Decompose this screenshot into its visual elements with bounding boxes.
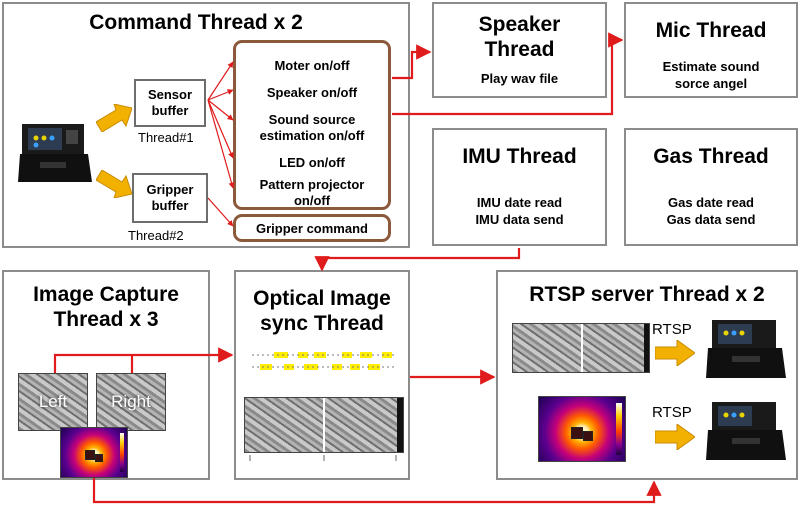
command-item-speaker: Speaker on/off: [266, 85, 358, 100]
gas-thread-title: Gas Thread: [653, 145, 769, 168]
fan-line-sound: [207, 99, 234, 121]
rtsp-label-1: RTSP: [652, 321, 692, 338]
command-item-moter: Moter on/off: [274, 58, 350, 73]
synced-image-pair: [244, 397, 404, 453]
thread1-label: Thread#1: [138, 130, 194, 145]
rtsp-label-2: RTSP: [652, 404, 692, 421]
imu-to-optical-line: [314, 248, 521, 272]
rtsp-stereo-image: [512, 323, 650, 373]
arrow-to-sensor-buffer: [96, 104, 132, 132]
gas-thread-sub: Gas date read Gas data send: [666, 195, 756, 227]
gripper-buffer-box: Gripper buffer: [132, 173, 208, 223]
to-speaker-line: [392, 44, 432, 80]
image-capture-title: Image Capture Thread x 3: [33, 283, 179, 331]
speaker-thread-title: Speaker Thread: [478, 13, 561, 61]
to-mic-line: [392, 32, 624, 116]
sync-tick-marks: [249, 455, 397, 461]
imu-thread-title: IMU Thread: [462, 145, 577, 168]
fan-line-pattern: [207, 99, 235, 189]
rtsp-robot-case-2: [706, 398, 786, 464]
thermal-camera-image: [60, 427, 128, 478]
gripper-command-box: Gripper command: [233, 214, 391, 242]
right-camera-label: Right: [111, 392, 151, 411]
speaker-thread-box: Speaker Thread Play wav file: [432, 2, 607, 98]
sensor-buffer-box: Sensor buffer: [134, 79, 206, 127]
gripper-command-label: Gripper command: [256, 221, 368, 236]
command-item-led: LED on/off: [279, 155, 345, 170]
speaker-thread-sub: Play wav file: [480, 71, 559, 86]
thermal-to-rtsp-line: [92, 478, 662, 504]
rtsp-server-title: RTSP server Thread x 2: [529, 283, 765, 306]
left-camera-label: Left: [38, 392, 68, 411]
arrow-to-gripper-buffer: [96, 170, 132, 198]
imu-thread-sub: IMU date read IMU data send: [475, 195, 564, 227]
mic-thread-title: Mic Thread: [655, 19, 767, 42]
capture-to-optical-line: [53, 347, 234, 373]
command-item-pattern-projector: Pattern projector on/off: [259, 177, 365, 208]
rtsp-arrow-1: [655, 340, 695, 366]
command-item-sound-source: Sound source estimation on/off: [259, 112, 365, 143]
rtsp-thermal-image: [538, 396, 626, 462]
thread2-label: Thread#2: [128, 228, 184, 243]
fan-line-led: [207, 99, 234, 159]
fan-line-gripper: [207, 197, 234, 227]
imu-thread-box: IMU Thread IMU date read IMU data send: [432, 128, 607, 246]
rtsp-robot-case-1: [706, 316, 786, 382]
robot-case-image: [18, 118, 92, 188]
rtsp-arrow-2: [655, 424, 695, 450]
optical-sync-title: Optical Image sync Thread: [253, 287, 391, 335]
left-camera-image: Left: [18, 373, 88, 431]
sensor-buffer-label: Sensor buffer: [147, 87, 193, 118]
fan-line-speaker: [207, 89, 234, 101]
mic-thread-box: Mic Thread Estimate sound sorce angel: [624, 2, 798, 98]
command-thread-title: Command Thread x 2: [89, 11, 303, 34]
fan-line-moter: [207, 61, 234, 101]
command-list-box: Moter on/off Speaker on/off Sound source…: [233, 40, 391, 210]
gas-thread-box: Gas Thread Gas date read Gas data send: [624, 128, 798, 246]
mic-thread-sub: Estimate sound sorce angel: [662, 59, 760, 91]
sync-timestamp-strip: [252, 352, 394, 370]
gripper-buffer-label: Gripper buffer: [146, 182, 194, 213]
right-camera-image: Right: [96, 373, 166, 431]
